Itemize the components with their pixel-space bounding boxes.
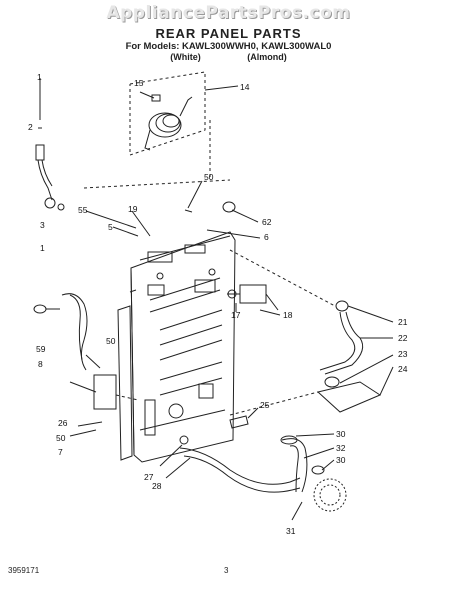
callout-label: 27 bbox=[144, 472, 154, 482]
callout-label: 62 bbox=[262, 217, 272, 227]
diagram-linework bbox=[33, 71, 394, 521]
callout-label: 21 bbox=[398, 317, 408, 327]
callout-label: 31 bbox=[286, 526, 296, 536]
callout-label: 5 bbox=[108, 222, 113, 232]
color-left: (White) bbox=[170, 52, 201, 62]
callout-label: 50 bbox=[56, 433, 66, 443]
callout-label: 7 bbox=[58, 447, 63, 457]
callout-labels: 1 15 14 2 50 55 19 62 3 5 6 1 17 18 21 2… bbox=[28, 72, 408, 536]
color-line: (White) (Almond) bbox=[0, 52, 457, 62]
callout-label: 24 bbox=[398, 364, 408, 374]
page-title: REAR PANEL PARTS bbox=[155, 26, 302, 41]
callout-label: 23 bbox=[398, 349, 408, 359]
doc-number: 3959171 bbox=[8, 566, 40, 575]
callout-label: 8 bbox=[38, 359, 43, 369]
callout-label: 18 bbox=[283, 310, 293, 320]
callout-label: 30 bbox=[336, 429, 346, 439]
watermark: AppliancePartsPros.com bbox=[106, 3, 351, 23]
callout-label: 25 bbox=[260, 400, 270, 410]
callout-label: 19 bbox=[128, 204, 138, 214]
callout-label: 32 bbox=[336, 443, 346, 453]
header: REAR PANEL PARTS For Models: KAWL300WWH0… bbox=[0, 26, 457, 62]
callout-label: 26 bbox=[58, 418, 68, 428]
models-line: For Models: KAWL300WWH0, KAWL300WAL0 bbox=[125, 41, 332, 52]
page-number: 3 bbox=[224, 566, 229, 575]
callout-label: 55 bbox=[78, 205, 88, 215]
color-right: (Almond) bbox=[247, 52, 287, 62]
callout-label: 2 bbox=[28, 122, 33, 132]
callout-label: 6 bbox=[264, 232, 269, 242]
callout-label: 1 bbox=[40, 243, 45, 253]
callout-label: 22 bbox=[398, 333, 408, 343]
callout-label: 59 bbox=[36, 344, 46, 354]
callout-label: 15 bbox=[134, 78, 144, 88]
callout-label: 1 bbox=[37, 72, 42, 82]
callout-label: 50 bbox=[204, 172, 214, 182]
callout-label: 17 bbox=[231, 310, 241, 320]
callout-label: 50 bbox=[106, 336, 116, 346]
callout-label: 28 bbox=[152, 481, 162, 491]
callout-label: 3 bbox=[40, 220, 45, 230]
callout-label: 14 bbox=[240, 82, 250, 92]
callout-label: 30 bbox=[336, 455, 346, 465]
